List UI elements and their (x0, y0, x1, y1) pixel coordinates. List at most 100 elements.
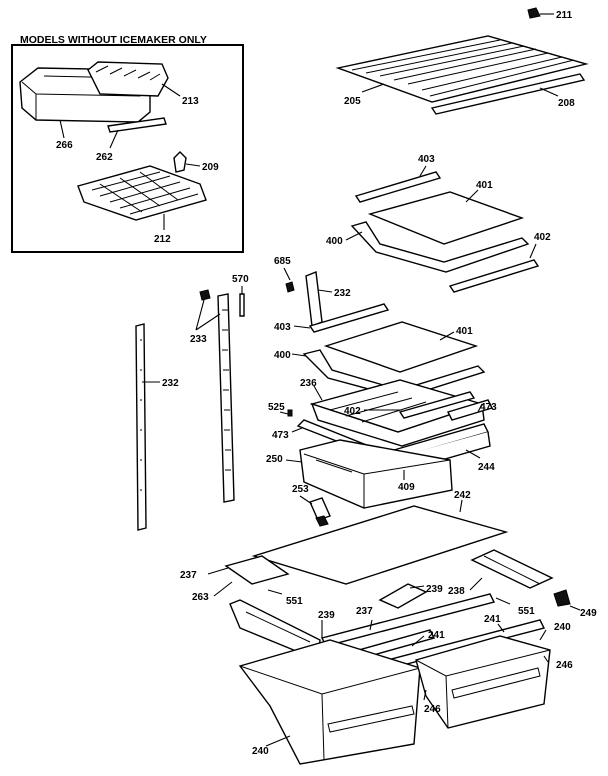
arrow-551-right (495, 597, 511, 605)
label-237a: 237 (180, 570, 197, 581)
label-241a: 241 (428, 630, 445, 641)
label-239b: 239 (318, 610, 335, 621)
part-570-screw (239, 293, 245, 317)
label-212: 212 (154, 234, 171, 245)
leader-403a (419, 165, 427, 177)
part-525-pin (287, 409, 293, 417)
label-232a: 232 (162, 378, 179, 389)
label-238: 238 (448, 586, 465, 597)
part-208-rail (430, 73, 586, 115)
label-240b: 240 (252, 746, 269, 757)
label-473b: 473 (272, 430, 289, 441)
label-249: 249 (580, 608, 597, 619)
label-570: 570 (232, 274, 249, 285)
leader-240b (265, 735, 291, 747)
part-402-rail-upper (448, 259, 540, 293)
part-401-glass-middle (323, 321, 479, 373)
leader-266 (59, 119, 65, 139)
leader-237a (207, 567, 229, 575)
inset-icemaker-models: MODELS WITHOUT ICEMAKER ONLY 213 266 (11, 34, 244, 253)
part-240-crisper-right (415, 635, 551, 729)
leader-246a (543, 655, 549, 663)
label-401b: 401 (456, 326, 473, 337)
part-237-rail-left (224, 555, 290, 585)
label-208: 208 (558, 98, 575, 109)
label-211: 211 (556, 10, 573, 21)
leader-238 (469, 577, 483, 591)
part-250-drawer (299, 439, 453, 509)
label-236: 236 (300, 378, 317, 389)
leader-400b (291, 353, 307, 357)
label-263: 263 (192, 592, 209, 603)
part-232-ladder-center (217, 293, 235, 503)
label-246a: 246 (556, 660, 573, 671)
label-551a: 551 (286, 596, 303, 607)
leader-402a (529, 243, 537, 259)
leader-401a (465, 189, 479, 203)
part-205-wire-shelf (335, 35, 589, 103)
label-403b: 403 (274, 322, 291, 333)
label-250: 250 (266, 454, 283, 465)
label-409: 409 (398, 482, 415, 493)
part-400-frame-middle (302, 349, 486, 399)
leader-208 (539, 87, 559, 97)
leader-473b (291, 427, 303, 433)
part-249-clip (553, 589, 571, 607)
part-233-clip (199, 289, 211, 301)
part-213-tray (87, 61, 169, 97)
label-262: 262 (96, 152, 113, 163)
leader-401b (439, 331, 455, 341)
leader-473a (477, 403, 483, 413)
part-209-clip (173, 151, 187, 173)
leader-263 (213, 581, 233, 597)
leader-240a (539, 629, 547, 641)
leader-403b (293, 325, 311, 329)
part-238-rail-right (470, 549, 554, 589)
label-400b: 400 (274, 350, 291, 361)
leader-253 (299, 495, 313, 505)
label-266: 266 (56, 140, 73, 151)
leader-213 (161, 83, 181, 97)
leader-685 (283, 267, 291, 281)
label-402a: 402 (534, 232, 551, 243)
part-685-screw (285, 281, 295, 293)
label-400a: 400 (326, 236, 343, 247)
label-551b: 551 (518, 606, 535, 617)
label-237b: 237 (356, 606, 373, 617)
leader-232b (317, 289, 333, 293)
label-401a: 401 (476, 180, 493, 191)
label-232b: 232 (334, 288, 351, 299)
leader-246b (423, 689, 427, 701)
label-525: 525 (268, 402, 285, 413)
label-244: 244 (478, 462, 495, 473)
inset-title: MODELS WITHOUT ICEMAKER ONLY (20, 34, 207, 46)
part-232-bracket (305, 271, 323, 327)
label-685: 685 (274, 256, 291, 267)
label-253: 253 (292, 484, 309, 495)
arrow-551-left (267, 589, 283, 595)
leader-525 (279, 411, 289, 415)
part-253-roller (309, 497, 331, 527)
inset-frame (11, 44, 244, 253)
part-402-rail-lower (398, 391, 476, 419)
leader-205 (361, 83, 385, 93)
leader-233 (195, 299, 221, 331)
leader-250 (285, 459, 303, 463)
part-403-rail-upper (354, 171, 442, 203)
leader-400a (345, 231, 363, 241)
label-205: 205 (344, 96, 361, 107)
leader-242 (459, 499, 463, 513)
label-240a: 240 (554, 622, 571, 633)
leader-236 (313, 385, 323, 401)
label-209: 209 (202, 162, 219, 173)
leader-209 (185, 163, 201, 167)
part-240-crisper-left (238, 639, 421, 765)
label-473a: 473 (480, 402, 497, 413)
label-246b: 246 (424, 704, 441, 715)
part-232-ladder-left (135, 323, 147, 531)
part-400-frame-upper (350, 221, 530, 273)
label-402b: 402 (344, 406, 361, 417)
leader-262 (109, 129, 119, 149)
leader-249 (569, 605, 581, 611)
